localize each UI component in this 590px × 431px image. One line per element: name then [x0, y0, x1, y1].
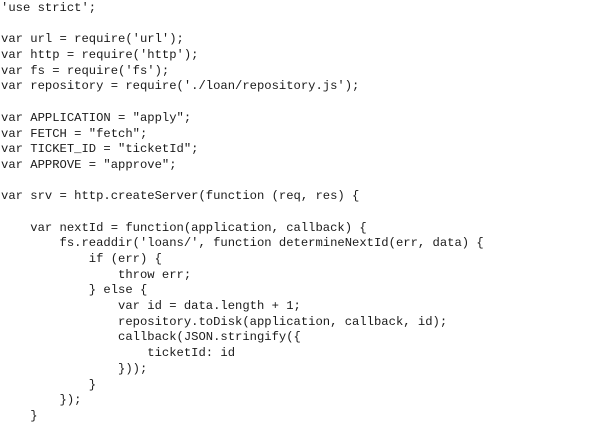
code-line: var http = require('http'); [1, 48, 199, 63]
code-line: var srv = http.createServer(function (re… [1, 189, 360, 204]
code-line: var fs = require('fs'); [1, 63, 170, 78]
code-line: } [1, 377, 97, 392]
code-line: var id = data.length + 1; [1, 299, 301, 314]
code-line: 'use strict'; [1, 1, 97, 15]
code-line [1, 205, 484, 221]
code-line [1, 17, 484, 33]
code-line: var APPROVE = "approve"; [1, 157, 177, 172]
code-line: throw err; [1, 267, 192, 282]
code-line [1, 174, 484, 190]
code-line: })); [1, 361, 148, 376]
code-line: var APPLICATION = "apply"; [1, 110, 192, 125]
code-line: var TICKET_ID = "ticketId"; [1, 142, 199, 157]
code-line: var url = require('url'); [1, 32, 184, 47]
code-line [1, 95, 484, 111]
code-line: } [1, 408, 38, 423]
code-line: var FETCH = "fetch"; [1, 126, 148, 141]
code-line: fs.readdir('loans/', function determineN… [1, 236, 484, 251]
code-listing: 'use strict'; var url = require('url'); … [1, 1, 484, 425]
code-line: if (err) { [1, 252, 162, 266]
code-line: repository.toDisk(application, callback,… [1, 314, 448, 329]
code-line: callback(JSON.stringify({ [1, 330, 301, 345]
code-line: }); [1, 393, 82, 408]
code-line: var repository = require('./loan/reposit… [1, 79, 360, 94]
code-line: ticketId: id [1, 346, 236, 361]
code-line: } else { [1, 283, 148, 298]
code-line: var nextId = function(application, callb… [1, 220, 367, 235]
